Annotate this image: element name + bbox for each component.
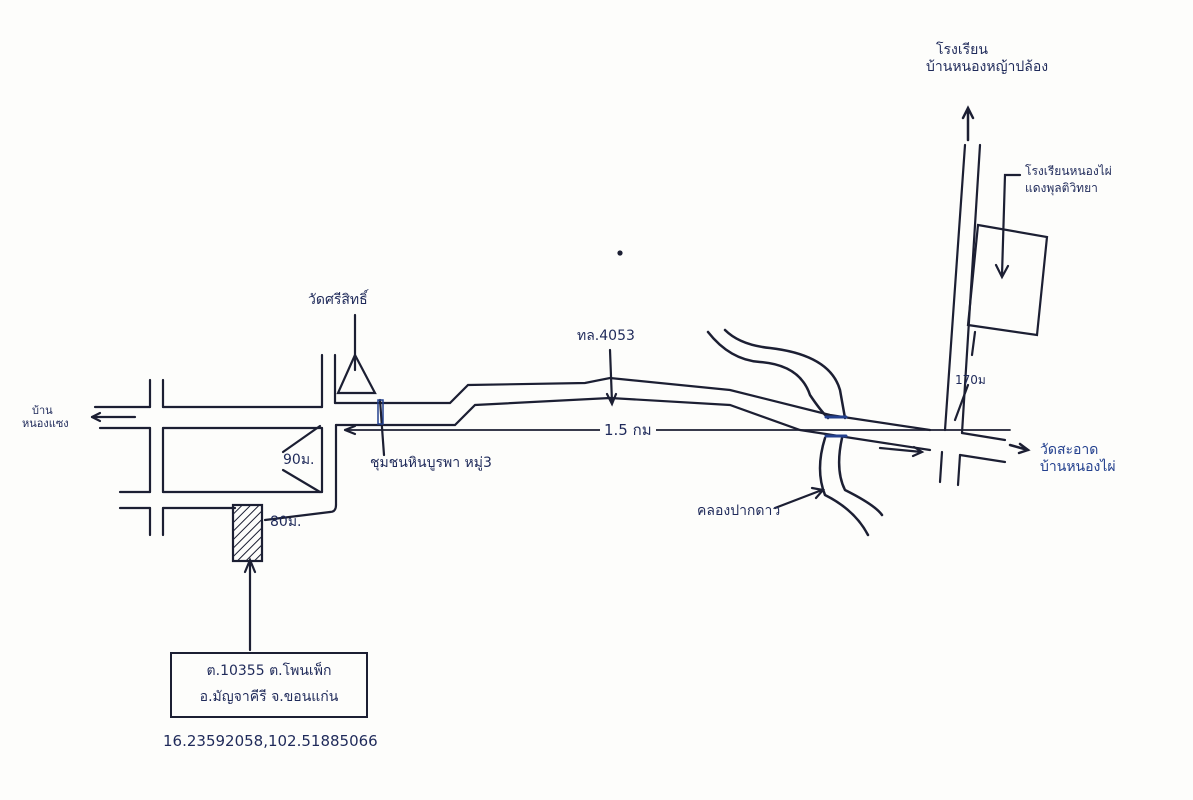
label-school-east: โรงเรียนหนองไผ่แดงพุลติวิทยา [1025,164,1112,195]
temple-icon [336,352,377,395]
address-box: ต.10355 ต.โพนเพ็ก อ.มัญจาคีรี จ.ขอนแก่น [170,652,368,718]
community-marker [377,399,384,425]
target-plot [231,503,264,563]
label-distance-80: 80ม. [270,514,302,530]
west-road-network [93,353,338,537]
label-west-village: บ้านหนองแซง [22,404,69,430]
canal [706,328,884,537]
label-school-north: โรงเรียนบ้านหนองหญ้าปล้อง [926,42,1049,75]
arrows [90,105,1031,652]
label-distance-170: 170ม [955,373,986,387]
label-canal: คลองปากดาว [697,503,781,519]
address-line-1: ต.10355 ต.โพนเพ็ก [206,663,332,679]
school-building [966,223,1049,337]
label-distance-90: 90ม. [283,452,315,468]
label-temple-west: วัดศรีสิทธิ์ [308,292,368,308]
gps-coordinates: 16.23592058,102.51885066 [163,732,378,750]
label-distance-main: 1.5 กม [600,422,656,439]
label-east-temple: วัดสะอาดบ้านหนองไผ่ [1040,442,1116,475]
label-community: ชุมชนหินบูรพา หมู่3 [370,455,492,471]
address-line-2: อ.มัญจาคีรี จ.ขอนแก่น [199,689,339,705]
label-highway: ทล.4053 [577,328,635,344]
